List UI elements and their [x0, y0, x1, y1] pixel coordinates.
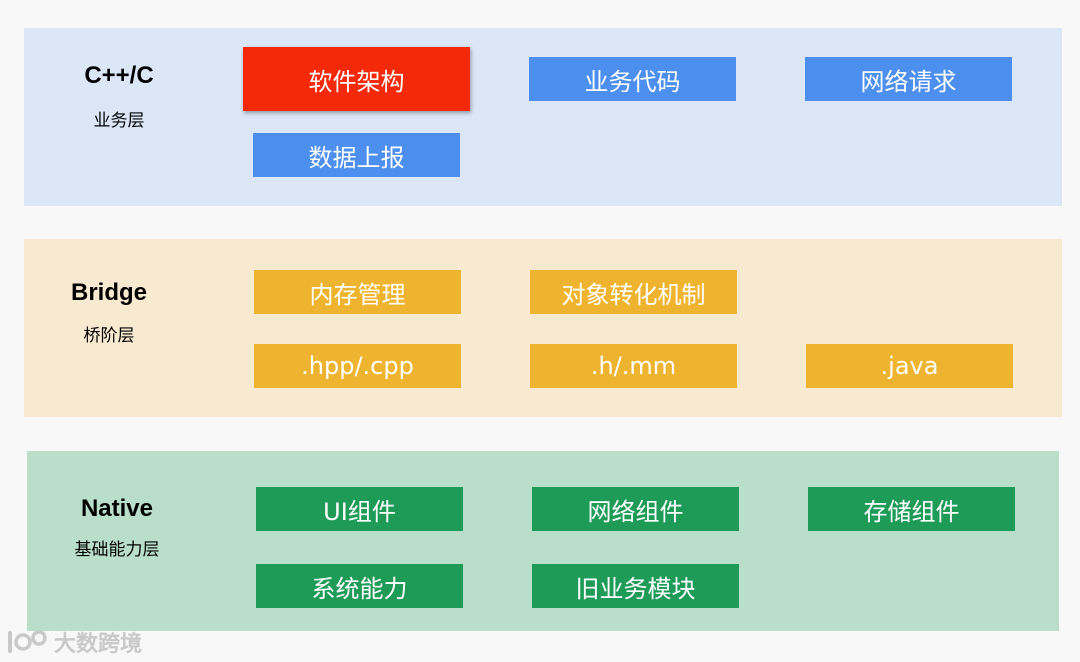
module-ui-component: UI组件 [256, 487, 463, 531]
module-data-report: 数据上报 [253, 133, 460, 177]
module-software-architecture: 软件架构 [243, 47, 470, 111]
module-legacy-business: 旧业务模块 [532, 564, 739, 608]
module-system-capability: 系统能力 [256, 564, 463, 608]
module-h-mm: .h/.mm [530, 344, 737, 388]
module-storage-component: 存储组件 [808, 487, 1015, 531]
module-business-code: 业务代码 [529, 57, 736, 101]
layer-business-subtitle: 业务层 [93, 111, 145, 131]
layer-business-title: C++/C [84, 62, 154, 89]
watermark-text: 大数跨境 [54, 632, 143, 657]
module-object-conversion: 对象转化机制 [530, 270, 737, 314]
module-network-component: 网络组件 [532, 487, 739, 531]
layer-bridge-title: Bridge [70, 279, 147, 306]
watermark: 大数跨境 [6, 626, 142, 658]
module-network-request: 网络请求 [805, 57, 1012, 101]
layer-bridge: Bridge 桥阶层 [24, 239, 1062, 417]
layer-bridge-subtitle: 桥阶层 [83, 326, 135, 346]
brand-logo-icon [6, 629, 50, 655]
module-java: .java [806, 344, 1013, 388]
layer-business: C++/C 业务层 [24, 28, 1062, 206]
layer-native-title: Native [80, 495, 154, 522]
module-memory-management: 内存管理 [254, 270, 461, 314]
module-hpp-cpp: .hpp/.cpp [254, 344, 461, 388]
layer-native-subtitle: 基础能力层 [74, 540, 160, 560]
